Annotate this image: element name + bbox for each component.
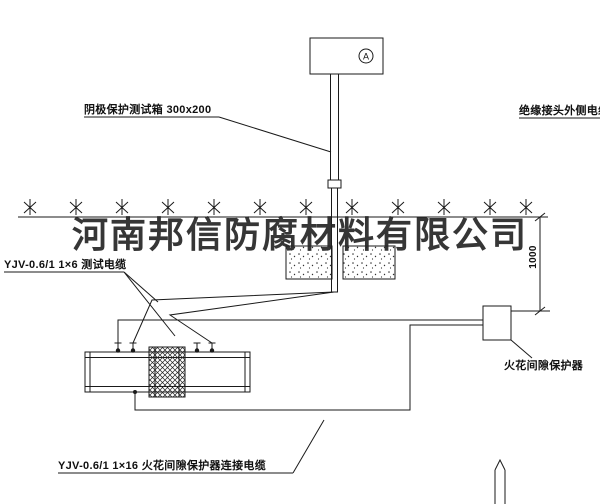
ground-line: [18, 198, 548, 218]
test-box: A: [309, 37, 384, 75]
label-protector-cable: YJV-0.6/1 1×16 火花间隙保护器连接电缆: [58, 460, 267, 472]
ammeter-symbol: A: [363, 52, 369, 62]
protector-cable-bottom: [134, 324, 483, 411]
leader-lines: [4, 116, 600, 474]
label-test-cable: YJV-0.6/1 1×6 测试电缆: [4, 259, 127, 271]
test-cable-left: [132, 291, 335, 344]
test-cable-right: [168, 291, 335, 344]
conduit-riser: [327, 73, 342, 293]
insulating-joint: [148, 346, 186, 398]
company-watermark: 河南邦信防腐材料有限公司: [71, 215, 528, 255]
protector-cable-top: [117, 319, 483, 343]
vent-pipe-symbol: [494, 458, 506, 504]
label-insulated-joint-cable: 绝缘接头外侧电缆: [519, 105, 600, 117]
label-test-box: 阴极保护测试箱 300x200: [84, 104, 212, 116]
spark-gap-protector-box: [482, 305, 512, 341]
ammeter-circle-icon: [358, 48, 374, 64]
cables: [117, 291, 483, 411]
label-spark-gap-protector: 火花间隙保护器: [504, 360, 584, 372]
dimension-1000: [511, 212, 550, 316]
concrete-foundation: [285, 245, 396, 280]
